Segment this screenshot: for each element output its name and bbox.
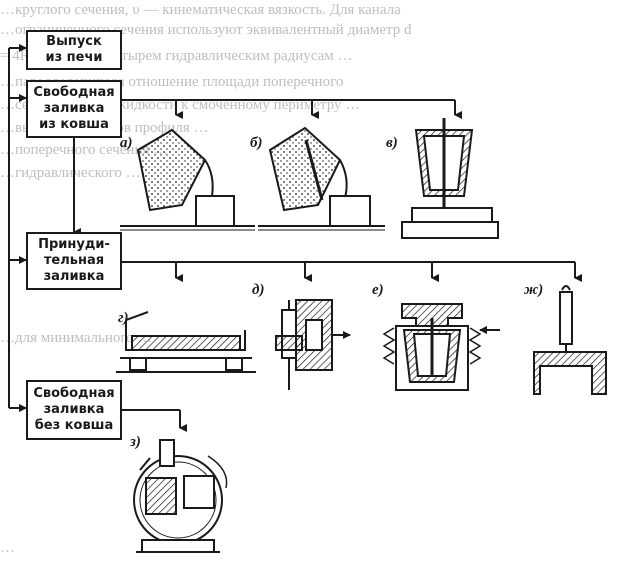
- background-text-line: …: [0, 540, 15, 556]
- label-b: б): [250, 135, 263, 151]
- box-release-from-furnace: Выпуск из печи: [26, 30, 122, 70]
- label-v: в): [386, 135, 398, 151]
- box-free-pour-no-ladle: Свободная заливка без ковша: [26, 380, 122, 440]
- background-text-line: …гидравлического …: [0, 165, 141, 181]
- label-zh: ж): [524, 282, 544, 298]
- label-e: е): [372, 282, 384, 298]
- box-forced-pour: Принуди- тельная заливка: [26, 232, 122, 290]
- label-d: д): [252, 282, 265, 298]
- background-text-line: …круглого сечения, υ — кинематическая вя…: [0, 2, 401, 18]
- box-free-pour-ladle: Свободная заливка из ковша: [26, 80, 122, 138]
- label-z: з): [130, 434, 141, 450]
- background-text-line: …поперечного сечения …: [0, 142, 169, 158]
- label-a: а): [120, 135, 133, 151]
- label-g: г): [118, 310, 129, 326]
- background-text-line: …для минимального …: [0, 330, 153, 346]
